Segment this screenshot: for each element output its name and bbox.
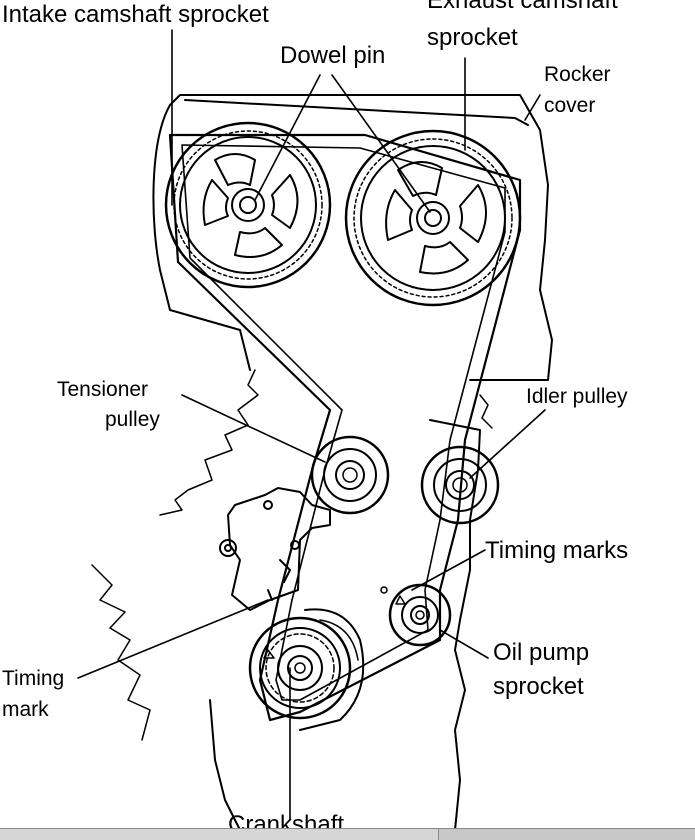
label-oil-pump-line2: sprocket [493, 673, 584, 700]
label-rocker-cover-line1: Rocker [544, 63, 611, 86]
block-break-left-lower [91, 564, 151, 741]
oil-pump-timing-mark [395, 595, 406, 605]
crankshaft-timing-mark [263, 649, 275, 659]
block-break-left [159, 369, 259, 516]
label-tensioner-line1: Tensioner [57, 378, 149, 401]
label-exhaust-camshaft-line2: sprocket [427, 24, 518, 51]
idler-pulley [420, 445, 500, 525]
label-dowel-pin: Dowel pin [280, 42, 386, 69]
engine-lower-outline [209, 699, 241, 831]
leader-rocker [524, 94, 541, 121]
engine-front-outline [429, 419, 481, 831]
label-intake-camshaft-sprocket: Intake camshaft sprocket [2, 1, 269, 28]
oil-pump-case-mark [380, 586, 388, 594]
label-timing-mark-line1: Timing [2, 667, 65, 690]
label-timing-mark-line2: mark [2, 698, 49, 721]
leader-timing-marks [411, 549, 486, 591]
label-rocker-cover-line2: cover [544, 94, 596, 117]
leader-timing-mark [77, 599, 269, 679]
label-oil-pump-line1: Oil pump [493, 639, 590, 666]
label-idler-pulley: Idler pulley [526, 385, 628, 408]
label-timing-marks: Timing marks [485, 537, 629, 564]
leader-lines [77, 29, 546, 821]
engine-head-outline [169, 94, 553, 381]
leader-dowel-right [331, 74, 431, 213]
tensioner-pulley [310, 435, 390, 515]
crank-cover-outline [299, 608, 365, 731]
rocker-cover-edge [184, 99, 529, 126]
label-tensioner-line2: pulley [105, 408, 160, 431]
block-break-right [479, 394, 493, 429]
timing-belt-inner [181, 144, 506, 701]
exhaust-camshaft-sprocket [344, 129, 522, 307]
bottom-status-bar [0, 828, 695, 840]
rocker-cover-outline [152, 104, 251, 371]
leader-idler [469, 409, 546, 479]
leader-dowel-left [254, 74, 321, 201]
leader-oil-pump [439, 629, 489, 659]
bottom-status-segment [0, 829, 439, 840]
crank-cover-outline-2 [319, 619, 359, 661]
tensioner-bracket [219, 487, 331, 611]
label-exhaust-camshaft-line1: Exhaust camshaft [427, 0, 618, 14]
leader-tensioner [181, 394, 326, 463]
intake-camshaft-sprocket [164, 121, 332, 289]
crankshaft-sprocket [248, 616, 352, 720]
